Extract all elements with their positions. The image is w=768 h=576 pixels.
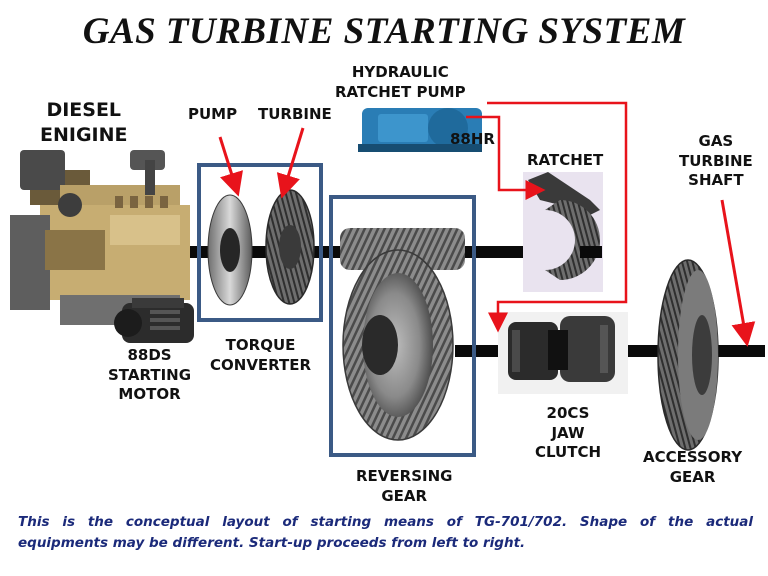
hydraulic-line-to-ratchet: [466, 115, 546, 200]
accessory-gear-label: ACCESSORY GEAR: [643, 448, 743, 486]
torque-converter-label: TORQUE CONVERTER: [210, 336, 312, 374]
pump-label: PUMP: [188, 105, 238, 123]
hydraulic-ratchet-pump-label: HYDRAULIC RATCHET PUMP: [335, 63, 466, 101]
pump-impeller: [207, 194, 253, 306]
diagram-title: GAS TURBINE STARTING SYSTEM: [82, 11, 686, 52]
starting-motor-label: 88DS STARTING MOTOR: [108, 346, 192, 403]
hydraulic-pump-illustration: [358, 108, 482, 152]
accessory-gear-illustration: [657, 259, 719, 451]
jaw-clutch-illustration: [498, 312, 628, 394]
hydraulic-line-to-clutch: [487, 101, 628, 333]
turbine-runner: [265, 189, 315, 305]
pump-arrow: [218, 136, 243, 197]
reversing-gear-box: [329, 195, 476, 457]
torque-converter-box: [197, 163, 323, 322]
gas-turbine-shaft-arrow: [720, 199, 756, 347]
turbine-label: TURBINE: [258, 105, 332, 123]
ratchet-label: RATCHET: [527, 151, 604, 169]
diagram-caption: This is the conceptual layout of startin…: [18, 514, 753, 551]
jaw-clutch-label: 20CS JAW CLUTCH: [535, 404, 602, 461]
turbine-arrow: [276, 127, 305, 199]
hr-code-label: 88HR: [450, 130, 495, 148]
reversing-gear-illustration: [340, 228, 465, 441]
starting-motor-illustration: [114, 298, 194, 343]
gas-turbine-shaft-label: GAS TURBINE SHAFT: [679, 132, 753, 189]
reversing-gear-label: REVERSING GEAR: [356, 467, 453, 505]
pointer-arrows: [218, 101, 756, 347]
diesel-engine-label: DIESEL ENIGINE: [40, 99, 128, 146]
